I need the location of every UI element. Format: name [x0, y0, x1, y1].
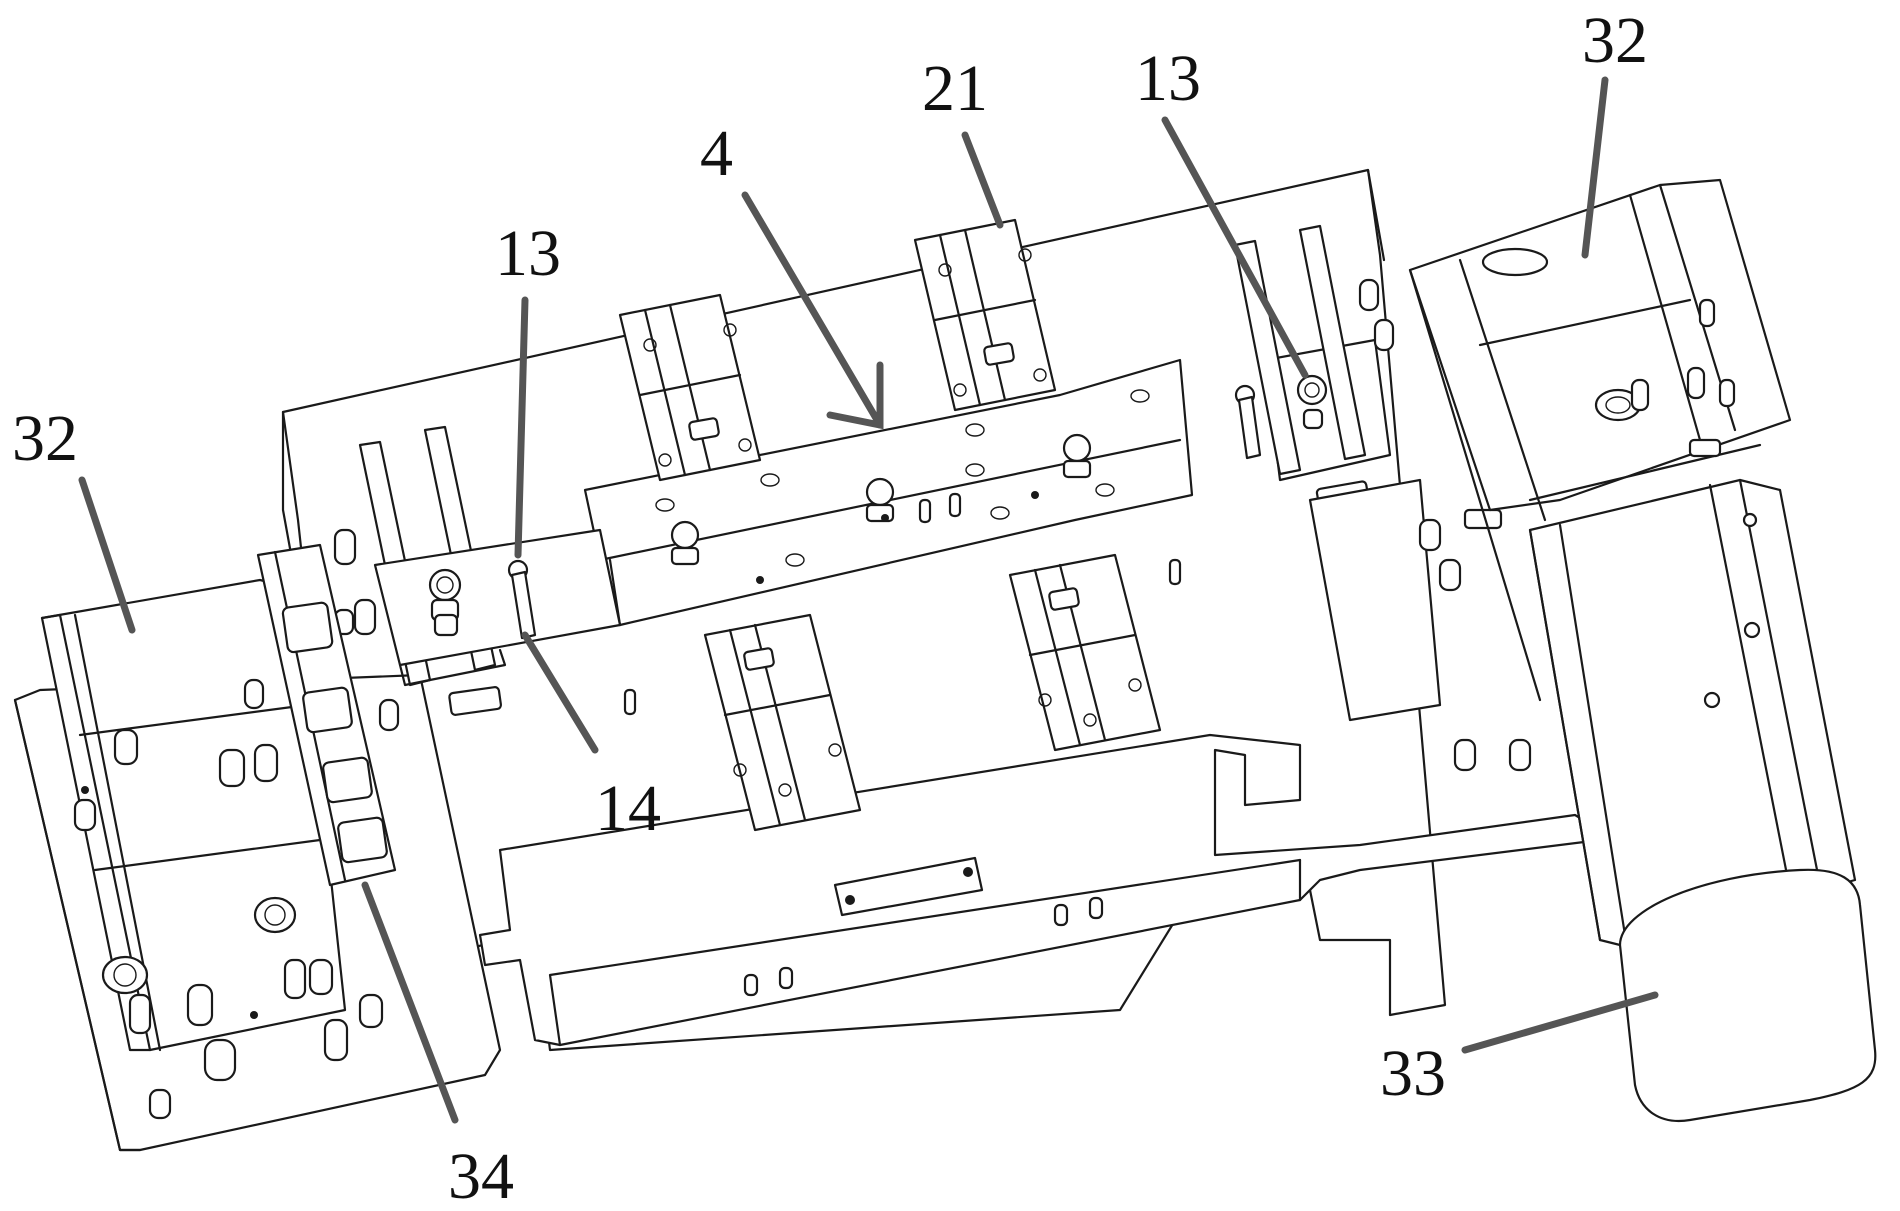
- right-block-32: [1408, 178, 1792, 702]
- name-plate: [833, 856, 984, 917]
- screw-13-right: [1234, 384, 1262, 460]
- leader-33: [1461, 991, 1659, 1054]
- screw-13-left: [507, 559, 537, 640]
- label-21: 21: [922, 52, 988, 125]
- leader-4: [741, 191, 884, 429]
- cylinder-33: [1528, 478, 1877, 1123]
- right-rails: [623, 224, 1532, 772]
- reference-labels: 32 21 13 4 13 32 14 34 33: [12, 4, 1648, 1211]
- left-block-details: [73, 608, 384, 1120]
- leader-lines: [78, 76, 1659, 1124]
- slide-unit-lower-right: [1008, 553, 1162, 752]
- leader-14: [521, 631, 599, 754]
- label-33: 33: [1380, 1037, 1446, 1110]
- clamp-34: [256, 543, 397, 887]
- pins-lower: [743, 896, 1104, 997]
- beam-details: [655, 389, 1150, 584]
- slide-unit-upper-left: [618, 293, 762, 482]
- leader-21: [961, 131, 1004, 229]
- label-14: 14: [595, 772, 661, 845]
- slide-unit-upper-right: [913, 218, 1057, 412]
- leader-34: [361, 881, 459, 1124]
- label-34: 34: [448, 1140, 514, 1211]
- leader-32-left: [78, 476, 136, 634]
- leader-32-right: [1581, 76, 1609, 259]
- slide-unit-lower-left: [703, 613, 862, 832]
- leader-13-left: [514, 296, 529, 559]
- label-32-right: 32: [1582, 4, 1648, 77]
- beam-left-end: [373, 528, 622, 716]
- label-4: 4: [700, 117, 733, 190]
- leader-13-right: [1161, 116, 1309, 379]
- label-32-left: 32: [12, 402, 78, 475]
- arrowhead-4: [826, 361, 884, 430]
- label-13-right: 13: [1135, 42, 1201, 115]
- label-13-left: 13: [495, 217, 561, 290]
